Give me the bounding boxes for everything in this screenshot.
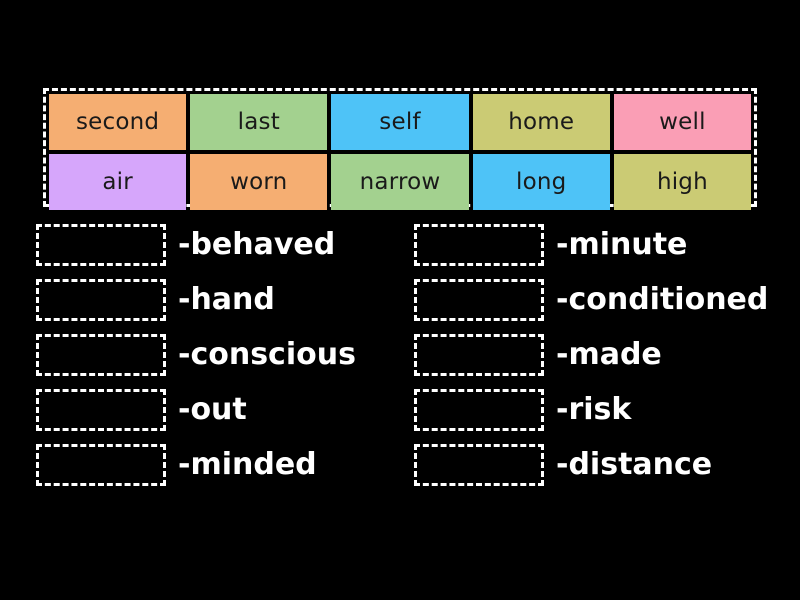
answer-row: -conscious [36,334,356,376]
word-bank: second last self home well air worn narr… [43,88,757,210]
word-tile[interactable]: long [472,154,610,210]
drop-slot[interactable] [36,334,166,376]
answer-column-left: -behaved -hand -conscious -out -minded [36,224,356,499]
drop-slot[interactable] [414,224,544,266]
drop-slot[interactable] [414,279,544,321]
answer-row: -hand [36,279,356,321]
word-tile[interactable]: high [613,154,752,210]
answer-suffix-label: -out [178,392,247,427]
answer-suffix-label: -minute [556,227,688,262]
answer-suffix-label: -made [556,337,662,372]
word-tile[interactable]: second [49,94,187,150]
drop-slot[interactable] [36,224,166,266]
drop-slot[interactable] [414,389,544,431]
word-tile[interactable]: home [472,94,610,150]
answer-row: -minute [414,224,768,266]
answer-suffix-label: -risk [556,392,632,427]
word-tile[interactable]: air [49,154,187,210]
word-tile[interactable]: worn [190,154,328,210]
answer-row: -conditioned [414,279,768,321]
answer-suffix-label: -minded [178,447,317,482]
drop-slot[interactable] [414,334,544,376]
word-bank-row-2: air worn narrow long high [49,154,752,210]
word-tile[interactable]: self [331,94,469,150]
drop-slot[interactable] [36,279,166,321]
answer-suffix-label: -conditioned [556,282,769,317]
drop-slot[interactable] [414,444,544,486]
word-tile[interactable]: narrow [331,154,469,210]
word-tile[interactable]: last [190,94,328,150]
word-bank-row-1: second last self home well [49,94,752,150]
answer-suffix-label: -hand [178,282,275,317]
answer-row: -distance [414,444,768,486]
answer-row: -behaved [36,224,356,266]
answer-row: -out [36,389,356,431]
answer-suffix-label: -behaved [178,227,336,262]
answer-row: -risk [414,389,768,431]
word-tile[interactable]: well [613,94,752,150]
answer-row: -minded [36,444,356,486]
drop-slot[interactable] [36,444,166,486]
answer-column-right: -minute -conditioned -made -risk -distan… [414,224,768,499]
answer-suffix-label: -conscious [178,337,356,372]
answer-suffix-label: -distance [556,447,713,482]
answer-row: -made [414,334,768,376]
drop-slot[interactable] [36,389,166,431]
